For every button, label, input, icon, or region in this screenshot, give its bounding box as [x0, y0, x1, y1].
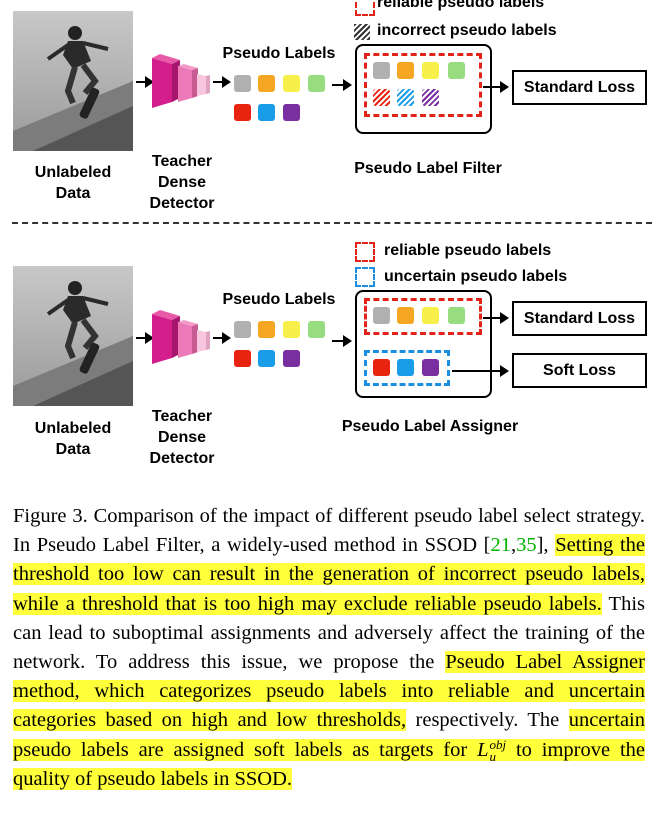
pseudo-label-filter-title: Pseudo Label Filter: [354, 160, 502, 177]
filter-label-green: [448, 62, 465, 79]
filter-label-orange: [397, 62, 414, 79]
caption-comma: ,: [510, 534, 517, 557]
panel-separator: [12, 222, 652, 224]
reliable-legend-label-2: reliable pseudo labels: [384, 242, 552, 259]
arrow-to-teacher-2: [136, 332, 154, 344]
math-sub: u: [489, 748, 496, 764]
figure-caption: Figure 3. Comparison of the impact of di…: [13, 502, 645, 794]
arrow-to-standard-loss-2: [483, 312, 509, 324]
unlabeled-photo: [13, 11, 133, 151]
teacher-label: Teacher Dense Detector: [149, 153, 215, 212]
pseudo-label-purple-2: [283, 350, 300, 367]
arrow-to-standard-loss: [483, 81, 509, 93]
unlabeled-photo-2: [13, 266, 133, 406]
assigner-label-gray: [373, 307, 390, 324]
pseudo-label-orange-2: [258, 321, 275, 338]
standard-loss-box: Standard Loss: [512, 70, 647, 105]
arrow-to-filter: [332, 79, 352, 91]
citation-35[interactable]: 35: [516, 534, 537, 557]
assigner-label-yellow: [422, 307, 439, 324]
reliable-region-2: [364, 298, 482, 335]
standard-loss-box-2: Standard Loss: [512, 301, 647, 336]
pseudo-label-red: [234, 104, 251, 121]
reliable-legend-label: reliable pseudo labels: [377, 0, 545, 11]
reliable-legend-swatch: [355, 0, 375, 16]
arrow-to-pseudo-labels-2: [213, 332, 231, 344]
pseudo-label-gray: [234, 75, 251, 92]
filter-label-red-hatched: [373, 89, 390, 106]
assigner-label-blue: [397, 359, 414, 376]
caption-text-3: This can lead to suboptimal assignments …: [13, 592, 645, 674]
teacher-network-icon-2: [152, 310, 210, 364]
unlabeled-data-label: Unlabeled Data: [34, 164, 112, 202]
unlabeled-data-label-2: Unlabeled Data: [34, 420, 112, 458]
uncertain-legend-swatch: [355, 267, 375, 287]
uncertain-legend-label: uncertain pseudo labels: [384, 268, 568, 285]
pseudo-label-red-2: [234, 350, 251, 367]
reliable-region: [364, 53, 482, 117]
pseudo-label-yellow-2: [283, 321, 300, 338]
arrow-to-assigner: [332, 335, 352, 347]
filter-label-blue-hatched: [397, 89, 414, 106]
highlight-soft-labels-text-2: to improve the quality of pseudo labels …: [13, 738, 645, 790]
pseudo-label-orange: [258, 75, 275, 92]
caption-text-1: Figure 3. Comparison of the impact of di…: [13, 505, 645, 557]
caption-text-2: ],: [536, 534, 556, 557]
assigner-label-purple: [422, 359, 439, 376]
math-l: L: [477, 738, 489, 761]
assigner-label-red: [373, 359, 390, 376]
teacher-network-icon: [152, 54, 210, 108]
math-sup: obj: [489, 736, 507, 752]
caption-text-4: respectively. The: [406, 709, 569, 732]
arrow-to-pseudo-labels: [213, 76, 231, 88]
incorrect-legend-swatch: [354, 24, 370, 40]
filter-label-yellow: [422, 62, 439, 79]
filter-label-gray: [373, 62, 390, 79]
assigner-label-green: [448, 307, 465, 324]
highlight-soft-labels-text: uncertain pseudo labels are assigned sof…: [13, 709, 645, 761]
pseudo-labels-title-2: Pseudo Labels: [222, 291, 336, 308]
assigner-label-orange: [397, 307, 414, 324]
incorrect-legend-label: incorrect pseudo labels: [377, 22, 557, 39]
pseudo-labels-title: Pseudo Labels: [222, 45, 336, 62]
citation-21[interactable]: 21: [490, 534, 511, 557]
teacher-label-2: Teacher Dense Detector: [149, 408, 215, 467]
pseudo-label-gray-2: [234, 321, 251, 338]
pseudo-label-purple: [283, 104, 300, 121]
arrow-to-soft-loss: [452, 365, 509, 377]
pseudo-label-green: [308, 75, 325, 92]
uncertain-region: [364, 350, 450, 386]
arrow-to-teacher: [136, 76, 154, 88]
pseudo-label-blue-2: [258, 350, 275, 367]
pseudo-label-green-2: [308, 321, 325, 338]
reliable-legend-swatch-2: [355, 242, 375, 262]
soft-loss-box: Soft Loss: [512, 353, 647, 388]
pseudo-label-yellow: [283, 75, 300, 92]
filter-label-purple-hatched: [422, 89, 439, 106]
pseudo-label-blue: [258, 104, 275, 121]
pseudo-label-assigner-title: Pseudo Label Assigner: [341, 418, 519, 435]
